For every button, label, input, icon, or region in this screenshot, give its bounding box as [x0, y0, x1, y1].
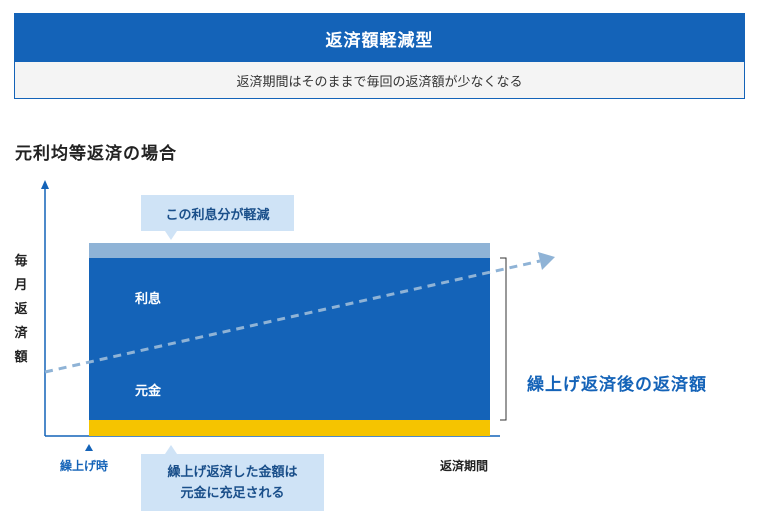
interest-label: 利息 [135, 292, 162, 307]
y-label-char: 月 [14, 278, 28, 293]
header-title: 返済額軽減型 [15, 14, 744, 62]
callout-interest-reduced: この利息分が軽減 [141, 195, 294, 240]
prepaid-principal-bar [89, 420, 490, 436]
y-axis-arrow [41, 180, 49, 189]
x-start-label: 繰上げ時 [60, 459, 109, 473]
x-axis-label: 返済期間 [440, 459, 489, 473]
result-label: 繰上げ返済後の返済額 [527, 375, 707, 395]
trend-line [44, 259, 541, 374]
interest-reduced-bar [89, 243, 490, 258]
header-box: 返済額軽減型 返済期間はそのままで毎回の返済額が少なくなる [14, 13, 745, 99]
y-label-char: 返 [14, 302, 28, 317]
payment-bar [89, 258, 490, 420]
callout-line: 元金に充足される [180, 485, 285, 501]
header-subtitle: 返済期間はそのままで毎回の返済額が少なくなる [15, 62, 744, 98]
trend-arrow [538, 252, 555, 270]
principal-label: 元金 [135, 384, 162, 399]
callout-principal-applied: 繰上げ返済した金額は 元金に充足される [141, 445, 324, 511]
y-label-char: 済 [14, 326, 28, 341]
result-bracket [500, 257, 507, 421]
y-label-char: 額 [14, 350, 28, 365]
callout-line: 繰上げ返済した金額は [167, 464, 298, 480]
start-marker-icon [85, 444, 93, 451]
y-axis-label: 毎 月 返 済 額 [10, 250, 32, 370]
section-title: 元利均等返済の場合 [15, 144, 177, 164]
y-label-char: 毎 [14, 254, 28, 269]
